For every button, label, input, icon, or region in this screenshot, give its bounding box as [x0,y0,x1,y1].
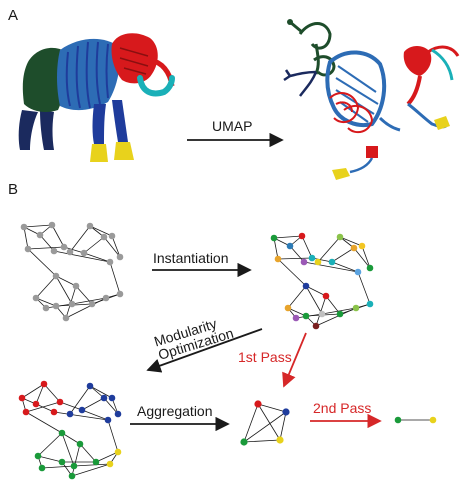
panel-label-a: A [8,7,18,24]
graph-final [394,416,437,424]
mammoth-skeleton-icon [18,33,175,162]
modularity-arrow [146,328,263,373]
graph-gray [20,221,124,322]
umap-label: UMAP [212,118,252,134]
aggregation-label: Aggregation [137,403,213,419]
first-pass-arrow [282,332,307,388]
graph-aggregated [240,400,290,446]
second-pass-label: 2nd Pass [313,400,371,416]
first-pass-label: 1st Pass [238,349,292,365]
graph-colored [270,232,374,330]
umap-projection-icon [283,19,460,180]
instantiation-label: Instantiation [153,250,229,266]
modularity-optimization-label: Modularity Optimization [152,315,235,363]
panel-label-b: B [8,181,18,198]
graph-communities [18,380,122,480]
